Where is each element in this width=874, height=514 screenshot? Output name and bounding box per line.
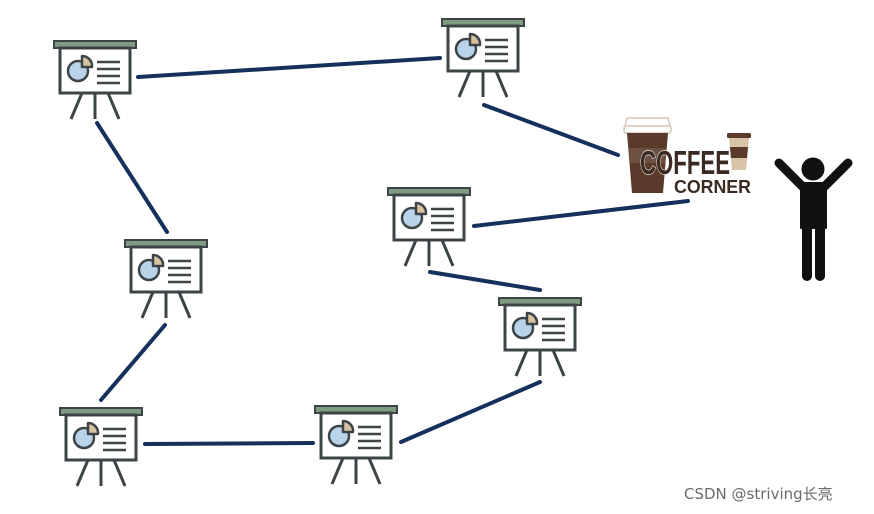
connector-line bbox=[95, 121, 169, 234]
presentation-board-7 bbox=[313, 404, 399, 486]
watermark: CSDN @striving长亮 bbox=[684, 485, 833, 503]
connector-line bbox=[482, 103, 620, 157]
coffee-corner-logo: COFFEE CORNER bbox=[623, 117, 751, 197]
logo-line-2: CORNER bbox=[674, 177, 751, 197]
connector-line bbox=[472, 199, 690, 228]
connector-line bbox=[99, 323, 167, 402]
coffee-cup-icon bbox=[623, 117, 672, 193]
presentation-board-6 bbox=[58, 406, 144, 488]
presentation-board-icon bbox=[313, 404, 399, 486]
connector-line bbox=[399, 380, 542, 444]
logo-line-1: COFFEE bbox=[640, 144, 730, 181]
presentation-board-5 bbox=[497, 296, 583, 378]
coffee-cup-icon bbox=[727, 133, 751, 170]
connector-lines bbox=[95, 56, 690, 446]
presentation-board-icon bbox=[52, 39, 138, 121]
presentation-board-4 bbox=[386, 186, 472, 268]
presentation-board-icon bbox=[58, 406, 144, 488]
presentation-board-icon bbox=[440, 17, 526, 99]
presentation-board-icon bbox=[386, 186, 472, 268]
presentation-board-2 bbox=[440, 17, 526, 99]
connector-line bbox=[143, 441, 315, 446]
presentation-board-icon bbox=[123, 238, 209, 320]
connector-line bbox=[428, 270, 542, 292]
presentation-board-3 bbox=[123, 238, 209, 320]
presentation-board-1 bbox=[52, 39, 138, 121]
person-icon bbox=[774, 157, 853, 281]
presentation-board-icon bbox=[497, 296, 583, 378]
connector-line bbox=[136, 56, 442, 79]
